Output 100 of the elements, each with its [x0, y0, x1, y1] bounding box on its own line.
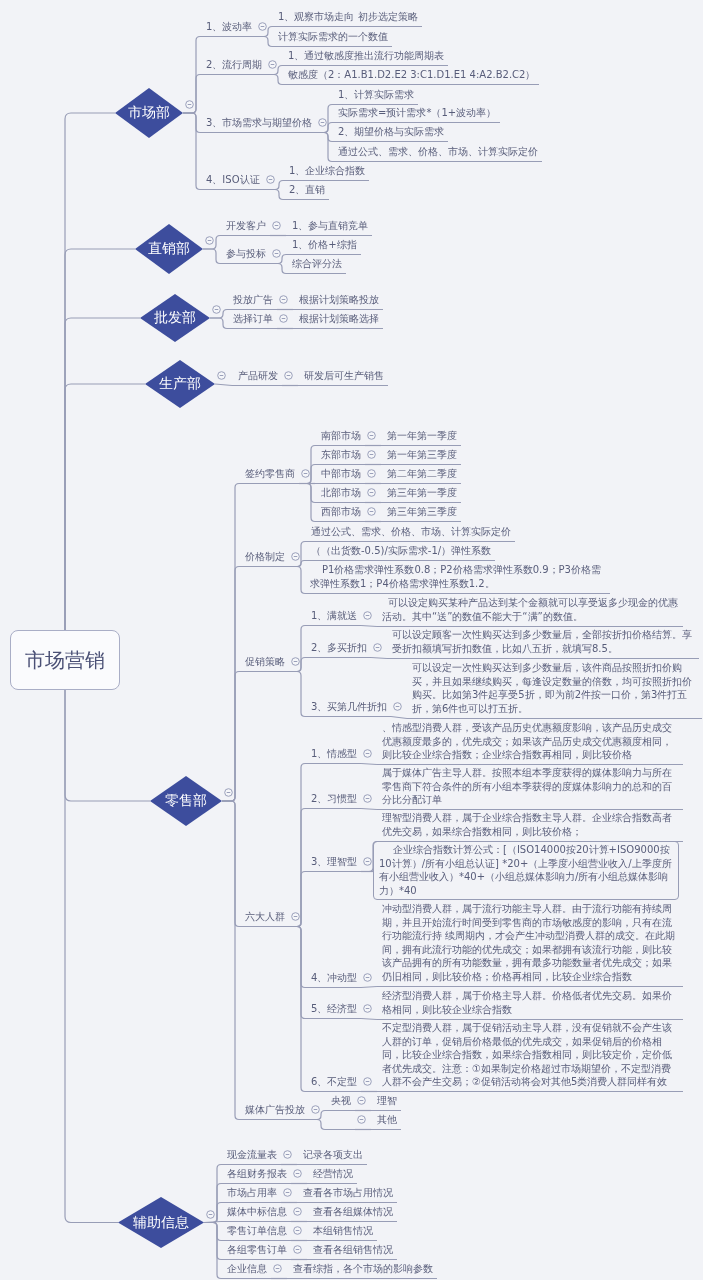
formula-box: 企业综合指数计算公式：[（ISO14000按20计算+ISO9000按10计算）/所有小组总认证] *20+（上季度小组营业收入/上季度所有小组营业收入）*40+（小组总媒体影响力/所有小组总媒体影响力）*40 [373, 841, 679, 900]
connector-line [263, 188, 284, 201]
topic-label: 通过公式、需求、价格、市场、计算实际定价 [332, 143, 542, 162]
topic-label: 开发客户 [220, 217, 270, 236]
topic-paragraph: P1价格需求弹性系数0.8；P2价格需求弹性系数0.9；P3价格需求弹性系数1；P4价格需求弹性系数1.2。 [305, 561, 610, 594]
topic-label: 1、观察市场走向 初步选定策略 [272, 8, 422, 27]
diamond-topic: 直销部 [135, 224, 203, 274]
topic-label: 1、企业综合指数 [283, 162, 370, 181]
topic-label: 西部市场 [315, 503, 365, 522]
connector-line [288, 565, 306, 595]
topic-label: 理智 [371, 1092, 401, 1111]
topic-label: 根据计划策略投放 [293, 291, 383, 310]
topic-label: 各组财务报表 [221, 1165, 291, 1184]
topic-paragraph: 经济型消费人群，属于价格主导人群。价格低者优先交易。如果价格相同，则比较企业综合指数 [377, 987, 683, 1020]
diamond-topic: 批发部 [140, 294, 210, 342]
connector-line [202, 248, 221, 265]
topic-label: 查看综指，各个市场的影响参数 [287, 1260, 437, 1279]
topic-label: 其他 [371, 1111, 401, 1130]
topic-label: 2、习惯型 [305, 790, 362, 809]
connector-line [364, 444, 382, 447]
topic-paragraph: 不定型消费人群，属于促销活动主导人群，没有促销就不会产生该人群的订单，促销后价格最低的优先成交，如果促销后的价格相同，比较企业综合指数，如果综合指数相同，则比较定价，定价低者优先成交。注意：①如果制定价格超过市场期望价，不定型消费人群不会产生交易；②促销活动将会对其他5类消费人群同样有效 [377, 1019, 683, 1092]
topic-label: 价格制定 [239, 548, 289, 567]
topic-label: 第二年第二季度 [381, 465, 461, 484]
connector-line [360, 807, 378, 811]
topic-label: 根据计划策略选择 [293, 310, 383, 329]
connector-line [308, 1118, 326, 1131]
topic-label: 投放广告 [227, 291, 277, 310]
topic-paragraph: 可以设定顾客一次性购买达到多少数量后，全部按折扣价格结算。享受折扣额填写折扣数值，比如八五折，就填写8.5。 [387, 626, 699, 659]
topic-label: 央视 [325, 1092, 355, 1111]
connector-line [360, 1090, 378, 1093]
topic-label: 通过公式、需求、价格、市场、计算实际定价 [305, 523, 515, 542]
topic-label: 经营情况 [307, 1165, 357, 1184]
topic-label: 2、多买折扣 [305, 639, 372, 658]
topic-label: 敏感度（2：A1.B1.D2.E2 3:C1.D1.E1 4:A2.B2.C2） [282, 66, 540, 85]
connector-line [360, 985, 378, 989]
topic-label: 1、计算实际需求 [332, 86, 419, 105]
topic-label: （（出货数-0.5)/实际需求-1/）弹性系数 [305, 542, 496, 561]
diamond-topic: 辅助信息 [118, 1197, 204, 1248]
topic-label: 第一年第三季度 [381, 446, 461, 465]
connector-line [360, 762, 378, 766]
topic-label: 各组零售订单 [221, 1241, 291, 1260]
connector-line [364, 520, 382, 523]
topic-label: 现金流量表 [221, 1146, 281, 1165]
topic-label: 查看各组销售情况 [307, 1241, 397, 1260]
connector-line [290, 1220, 308, 1223]
connector-line [255, 35, 273, 48]
connector-line [276, 308, 294, 311]
topic-label: 媒体中标信息 [221, 1203, 291, 1222]
topic-label: 记录各项支出 [297, 1146, 367, 1165]
topic-label: 2、期望价格与实际需求 [332, 123, 449, 142]
topic-label: 综合评分法 [286, 255, 346, 274]
topic-label: 实际需求=预计需求*（1+波动率） [332, 104, 501, 123]
topic-label: 1、价格+综指 [286, 236, 361, 255]
connector-line [360, 870, 374, 873]
topic-label: 3、理智型 [305, 853, 362, 872]
topic-label: 6、不定型 [305, 1073, 362, 1092]
connector-line [214, 383, 233, 387]
topic-label: 2、直销 [283, 181, 330, 200]
diamond-topic: 零售部 [150, 776, 222, 826]
topic-label: 北部市场 [315, 484, 365, 503]
topic-label: 中部市场 [315, 465, 365, 484]
topic-label: 4、冲动型 [305, 969, 362, 988]
topic-label: 第一年第一季度 [381, 427, 461, 446]
topic-label: 查看各市场占用情况 [297, 1184, 397, 1203]
topic-label: 第三年第一季度 [381, 484, 461, 503]
connector-line [290, 1239, 308, 1242]
topic-label: 本组销售情况 [307, 1222, 377, 1241]
topic-paragraph: 理智型消费人群，属于企业综合指数主导人群。企业综合指数高者优先交易，如果综合指数相同，则比较价格； [377, 809, 683, 842]
topic-label: 2、流行周期 [200, 56, 267, 75]
connector-line [280, 1201, 298, 1204]
connector-line [354, 1109, 372, 1112]
connector-line [269, 234, 287, 237]
topic-label: 5、经济型 [305, 1000, 362, 1019]
topic-label: 计算实际需求的一个数值 [272, 28, 392, 47]
topic-paragraph: 属于媒体广告主导人群。按照本组本季度获得的媒体影响力与所在零售商下符合条件的所有小组本季获得的度媒体影响力的总和的百分比分配订单 [377, 764, 683, 810]
topic-label: 选择订单 [227, 310, 277, 329]
topic-label: 媒体广告投放 [239, 1101, 309, 1120]
topic-paragraph: 、情感型消费人群，受该产品历史优惠额度影响，该产品历史成交优惠额度最多的，优先成交；如果该产品历史成交优惠额度相同，则比较企业综合指数；企业综合指数再相同，则比较价格 [377, 719, 683, 765]
topic-label: 六大人群 [239, 908, 289, 927]
connector-line [276, 327, 294, 330]
topic-label: 签约零售商 [239, 465, 299, 484]
topic-label: 1、波动率 [200, 18, 257, 37]
topic-label: 1、参与直销竞单 [286, 217, 373, 236]
connector-line [209, 317, 228, 330]
connector-line [390, 715, 408, 720]
connector-line [370, 656, 388, 660]
topic-label: 参与投标 [220, 245, 270, 264]
topic-label: 南部市场 [315, 427, 365, 446]
connector-line [315, 131, 333, 163]
connector-line [290, 1182, 308, 1185]
topic-label: 3、买第几件折扣 [305, 698, 392, 717]
topic-label: 东部市场 [315, 446, 365, 465]
topic-label: 3、市场需求与期望价格 [200, 114, 317, 133]
connector-line [64, 689, 119, 1224]
topic-label: 查看各组媒体情况 [307, 1203, 397, 1222]
connector-line [288, 925, 306, 1093]
diamond-topic: 生产部 [145, 360, 215, 408]
connector-line [364, 482, 382, 485]
diamond-topic: 市场部 [115, 88, 183, 138]
root-topic-box: 市场营销 [10, 630, 120, 690]
